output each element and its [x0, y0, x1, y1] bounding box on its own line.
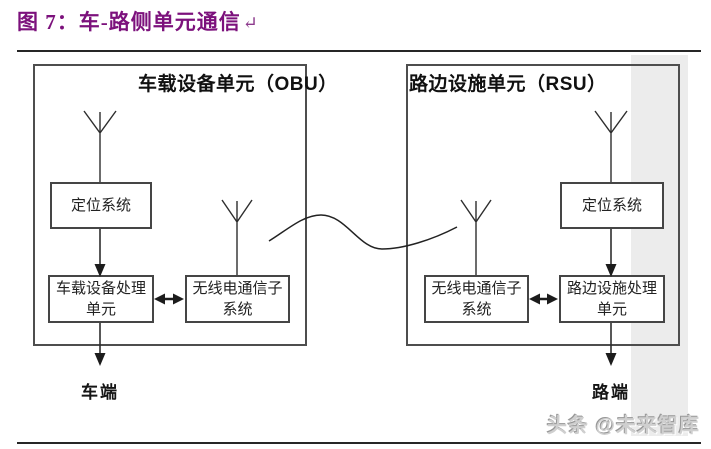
- watermark: 头条 @未来智库: [546, 415, 700, 437]
- obu-positioning-label: 定位系统: [70, 197, 131, 214]
- rsu-processor-label-line2: 单元: [596, 301, 627, 318]
- roadside-terminal-label: 路端: [592, 383, 630, 402]
- rsu-positioning-label: 定位系统: [581, 197, 642, 214]
- obu-radio-subsystem-box: 无线电通信子 系统: [185, 275, 290, 323]
- obu-radio-label-line1: 无线电通信子: [192, 280, 283, 297]
- figure-title: 图 7：车-路侧单元通信↵: [17, 6, 259, 36]
- figure-title-text: 车-路侧单元通信: [78, 10, 241, 34]
- obu-unit-box: [33, 64, 307, 346]
- rsu-unit-box: [406, 64, 680, 346]
- obu-processor-label-line2: 单元: [85, 301, 116, 318]
- rsu-radio-label-line2: 系统: [461, 301, 492, 318]
- rsu-unit-header: 路边设施单元（RSU）: [409, 74, 607, 95]
- title-underline: [17, 50, 701, 52]
- obu-unit-header: 车载设备单元（OBU）: [138, 74, 338, 95]
- rsu-radio-subsystem-box: 无线电通信子 系统: [424, 275, 529, 323]
- rsu-positioning-box: 定位系统: [560, 182, 664, 229]
- figure-number-label: 图 7：: [17, 10, 79, 34]
- obu-positioning-box: 定位系统: [50, 182, 152, 229]
- obu-radio-label-line2: 系统: [222, 301, 253, 318]
- rsu-processor-box: 路边设施处理 单元: [559, 275, 665, 323]
- obu-processor-label-line1: 车载设备处理: [55, 280, 146, 297]
- bottom-rule: [17, 442, 701, 444]
- vehicle-terminal-label: 车端: [81, 383, 119, 402]
- paragraph-return-icon: ↵: [242, 13, 259, 33]
- rsu-processor-label-line1: 路边设施处理: [566, 280, 657, 297]
- rsu-radio-label-line1: 无线电通信子: [431, 280, 522, 297]
- obu-processor-box: 车载设备处理 单元: [48, 275, 154, 323]
